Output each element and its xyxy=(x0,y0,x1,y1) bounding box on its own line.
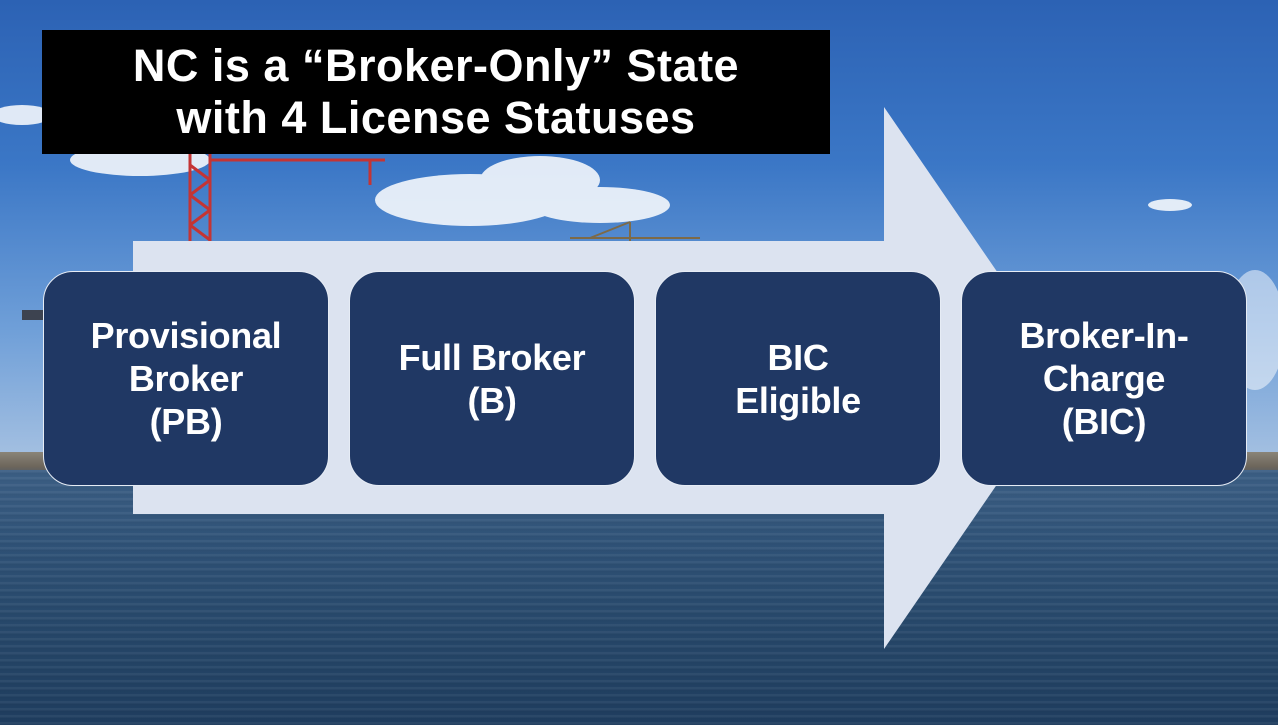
step-bic-eligible: BIC Eligible xyxy=(655,271,941,486)
step-full-broker: Full Broker (B) xyxy=(349,271,635,486)
step-broker-in-charge: Broker-In- Charge (BIC) xyxy=(961,271,1247,486)
title-box: NC is a “Broker-Only” State with 4 Licen… xyxy=(42,30,830,154)
title-line-2: with 4 License Statuses xyxy=(176,92,696,143)
step-label: BIC Eligible xyxy=(735,336,861,421)
title-line-1: NC is a “Broker-Only” State xyxy=(132,40,740,91)
crane-left xyxy=(188,150,385,250)
step-label: Broker-In- Charge (BIC) xyxy=(1019,315,1189,442)
step-provisional-broker: Provisional Broker (PB) xyxy=(43,271,329,486)
step-label: Provisional Broker (PB) xyxy=(90,315,282,442)
step-label: Full Broker (B) xyxy=(398,336,586,421)
